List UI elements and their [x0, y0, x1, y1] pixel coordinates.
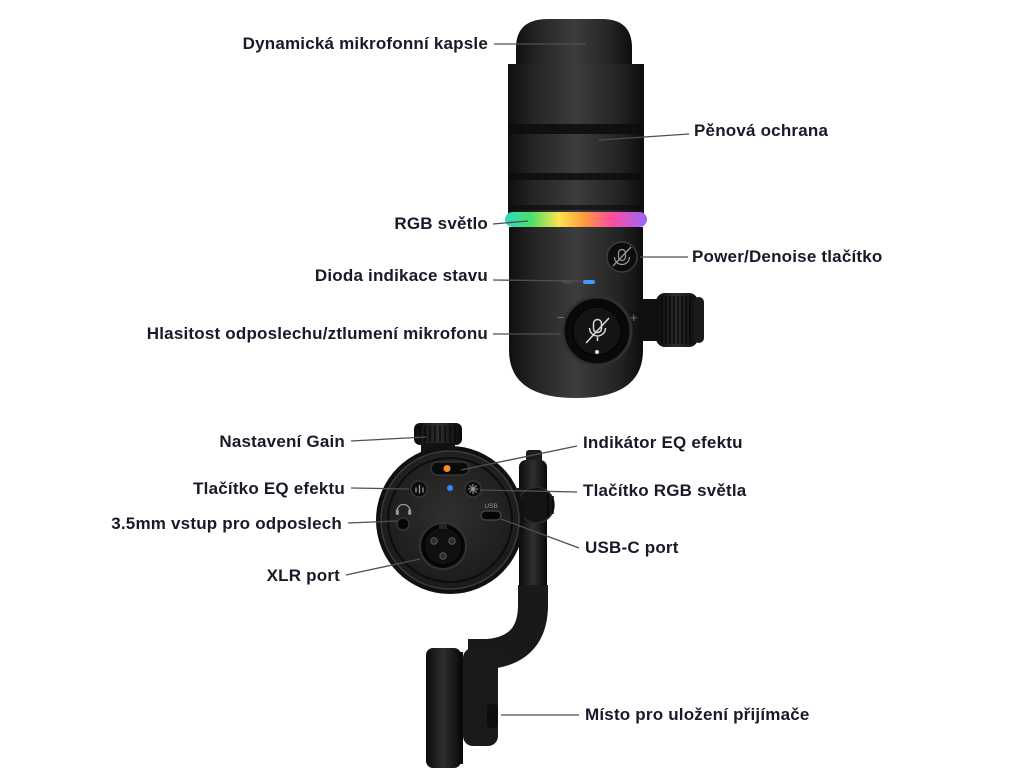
label-eq-button: Tlačítko EQ efektu	[193, 479, 345, 498]
label-rgb-button: Tlačítko RGB světla	[583, 481, 747, 500]
label-foam: Pěnová ochrana	[694, 121, 829, 140]
eq-indicator-marker	[443, 465, 451, 472]
leader-rgb-light	[492, 220, 529, 225]
monitor-volume-knob: − +	[557, 295, 638, 367]
eq-effect-button	[410, 480, 428, 498]
usb-c-port: USB	[480, 503, 502, 521]
label-status-led: Dioda indikace stavu	[314, 266, 488, 285]
label-usb-c: USB-C port	[585, 538, 679, 557]
mic-capsule-cap	[516, 19, 632, 74]
leader-usb-c	[500, 518, 580, 549]
leader-rgb-button	[479, 489, 578, 493]
aux-headphone-port	[395, 503, 412, 531]
label-capsule: Dynamická mikrofonní kapsle	[242, 34, 488, 53]
foam-groove-3	[508, 205, 644, 210]
bottom-disc-inner-ring	[387, 457, 513, 583]
leader-lines	[345, 43, 690, 716]
foam-groove-2	[508, 173, 644, 180]
label-xlr: XLR port	[266, 566, 340, 585]
leader-foam	[598, 133, 690, 141]
xlr-pin-2	[448, 537, 456, 545]
microphone-side-view: − +	[505, 19, 704, 398]
label-eq-indicator: Indikátor EQ efektu	[583, 433, 743, 452]
mute-slash-glyph	[585, 317, 610, 344]
label-receiver-slot: Místo pro uložení přijímače	[585, 705, 810, 724]
leader-status-led	[492, 279, 583, 282]
rgb-light-button	[464, 480, 482, 498]
leader-aux	[347, 520, 398, 524]
gain-knob-ridges	[419, 426, 456, 442]
power-denoise-button	[606, 241, 638, 273]
side-knob	[640, 293, 704, 347]
xlr-port	[419, 522, 467, 570]
headphones-icon	[396, 503, 411, 512]
rgb-light-ring	[505, 212, 647, 227]
label-gain: Nastavení Gain	[219, 432, 345, 451]
foam-groove-1	[508, 124, 644, 134]
eq-effect-indicator	[430, 461, 470, 476]
stand-arm	[468, 450, 555, 669]
rgb-sun-glyph	[468, 484, 478, 494]
leader-eq-indicator	[460, 445, 578, 471]
side-knob-ridges	[661, 296, 691, 344]
eq-led	[447, 485, 453, 491]
leader-eq-button	[350, 487, 410, 490]
label-power-denoise: Power/Denoise tlačítko	[692, 247, 883, 266]
mic-glyph	[617, 248, 627, 262]
leader-gain	[350, 436, 427, 442]
slash-glyph	[612, 246, 632, 267]
plus-mark: +	[630, 310, 638, 325]
arm-elbow	[468, 585, 548, 669]
eq-bars-glyph	[415, 485, 424, 494]
aux-jack-hole	[396, 517, 410, 531]
base-seam	[459, 652, 463, 764]
minus-mark: −	[557, 310, 565, 325]
xlr-pin-1	[430, 537, 438, 545]
xlr-pin-3	[439, 552, 447, 560]
xlr-latch-notch	[439, 524, 447, 529]
label-aux-input: 3.5mm vstup pro odposlech	[111, 514, 342, 533]
label-rgb-light: RGB světlo	[394, 214, 488, 233]
stand-base	[426, 648, 498, 768]
status-led	[583, 280, 595, 284]
receiver-slot	[487, 704, 498, 728]
usb-port-text: USB	[484, 503, 497, 510]
knob-indicator-dot	[595, 350, 599, 354]
leader-xlr	[345, 558, 421, 576]
label-monitor-volume: Hlasitost odposlechu/ztlumení mikrofonu	[146, 324, 488, 343]
microphone-bottom-view: USB	[376, 423, 555, 768]
